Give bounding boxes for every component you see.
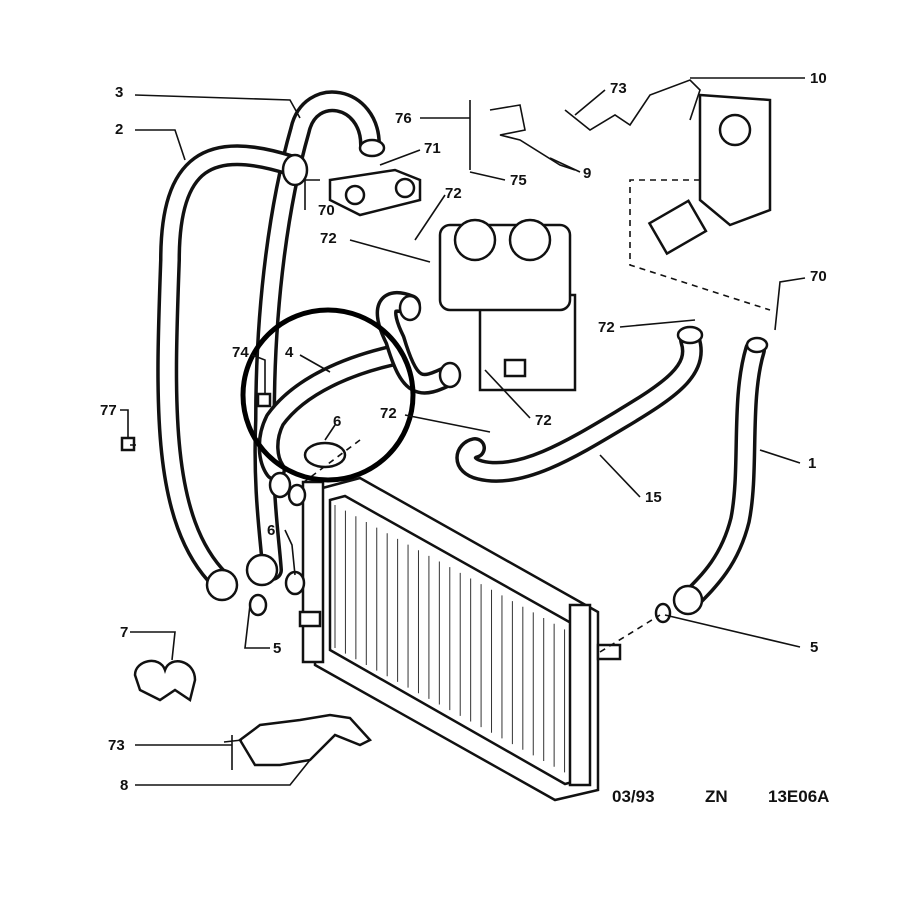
footer-date: 03/93	[612, 787, 655, 806]
callout-72: 72	[535, 412, 552, 429]
callout-72: 72	[320, 230, 337, 247]
callout-5: 5	[273, 640, 281, 657]
callout-4: 4	[285, 344, 294, 361]
seals	[120, 138, 769, 624]
callout-72: 72	[380, 405, 397, 422]
callout-75: 75	[510, 172, 527, 189]
callout-73: 73	[610, 80, 627, 97]
callout-5: 5	[810, 639, 818, 656]
callout-72: 72	[598, 319, 615, 336]
water-outlet-71	[328, 168, 422, 217]
highlight-circle	[240, 307, 416, 483]
clip-7	[133, 659, 197, 703]
callout-3: 3	[115, 84, 123, 101]
callout-72: 72	[445, 185, 462, 202]
callout-70: 70	[810, 268, 827, 285]
callout-6: 6	[333, 413, 341, 430]
callout-70: 70	[318, 202, 335, 219]
callout-74: 74	[232, 344, 249, 361]
callout-15: 15	[645, 489, 662, 506]
callout-10: 10	[810, 70, 827, 87]
bracket-8	[238, 713, 373, 767]
callout-76: 76	[395, 110, 412, 127]
callout-9: 9	[583, 165, 591, 182]
callout-6: 6	[267, 522, 275, 539]
carburettor	[438, 218, 577, 392]
footer-ref: 13E06A	[768, 787, 829, 806]
callout-2: 2	[115, 121, 123, 138]
radiator	[298, 476, 622, 802]
callout-71: 71	[424, 140, 441, 157]
footer-code: ZN	[705, 787, 728, 806]
thermostat-housing	[647, 93, 772, 256]
callout-77: 77	[100, 402, 117, 419]
callout-8: 8	[120, 777, 128, 794]
callout-73: 73	[108, 737, 125, 754]
callout-1: 1	[808, 455, 816, 472]
hoses	[156, 90, 766, 611]
callout-7: 7	[120, 624, 128, 641]
